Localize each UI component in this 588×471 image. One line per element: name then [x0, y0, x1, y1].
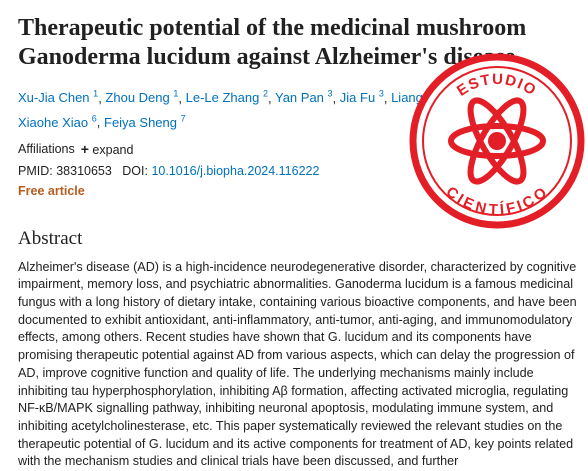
- affiliations-row: Affiliations + expand: [18, 141, 578, 157]
- abstract-text: Alzheimer's disease (AD) is a high-incid…: [18, 259, 577, 469]
- free-article-badge[interactable]: Free article: [18, 183, 85, 198]
- author-link[interactable]: Le-Le Zhang 2: [185, 89, 268, 106]
- doi-link[interactable]: 10.1016/j.biopha.2024.116222: [151, 163, 320, 178]
- author-affiliation-number[interactable]: 1: [93, 89, 99, 99]
- abstract-heading: Abstract: [18, 227, 83, 249]
- atom-nucleus: [488, 132, 506, 150]
- author-link[interactable]: Jia Fu 3: [339, 89, 384, 106]
- author-affiliation-number[interactable]: 3: [378, 89, 384, 99]
- author-name: Feiya Sheng: [104, 114, 177, 130]
- author-affiliation-number[interactable]: 6: [91, 113, 97, 124]
- article-title: Therapeutic potential of the medicinal m…: [18, 15, 527, 70]
- pmid-value: 38310653: [56, 163, 112, 178]
- author-link[interactable]: Feiya Sheng 7: [104, 113, 186, 130]
- author-affiliation-number[interactable]: 3: [327, 89, 333, 99]
- author-link[interactable]: Xu-Jia Chen 1: [18, 89, 99, 106]
- expand-affiliations-button[interactable]: + expand: [81, 141, 134, 157]
- expand-label: expand: [92, 142, 134, 157]
- author-name: Zhou Deng: [105, 90, 170, 106]
- author-name: Jia Fu: [339, 90, 376, 106]
- author-affiliation-number[interactable]: 2: [262, 89, 268, 99]
- author-name: Yan Pan: [275, 90, 324, 106]
- author-link[interactable]: Zhou Deng 1: [105, 89, 179, 106]
- author-link[interactable]: Xiaohe Xiao 6: [18, 113, 97, 130]
- author-affiliation-number[interactable]: 1: [173, 89, 179, 99]
- atom-icon: [448, 97, 546, 185]
- affiliations-label: Affiliations: [18, 141, 75, 156]
- author-link[interactable]: Yan Pan 3: [275, 89, 333, 106]
- pmid-label: PMID:: [18, 163, 53, 178]
- author-name: Xu-Jia Chen: [18, 90, 90, 106]
- estudio-cientifico-stamp: ESTUDIO CIENTÍFICO: [409, 53, 585, 229]
- author-affiliation-number[interactable]: 7: [180, 113, 186, 124]
- author-name: Le-Le Zhang: [185, 90, 260, 106]
- doi-label: DOI:: [122, 163, 148, 178]
- author-name: Xiaohe Xiao: [18, 114, 89, 130]
- article-identifiers: PMID: 38310653 DOI: 10.1016/j.biopha.202…: [18, 162, 578, 180]
- plus-icon: +: [80, 140, 89, 157]
